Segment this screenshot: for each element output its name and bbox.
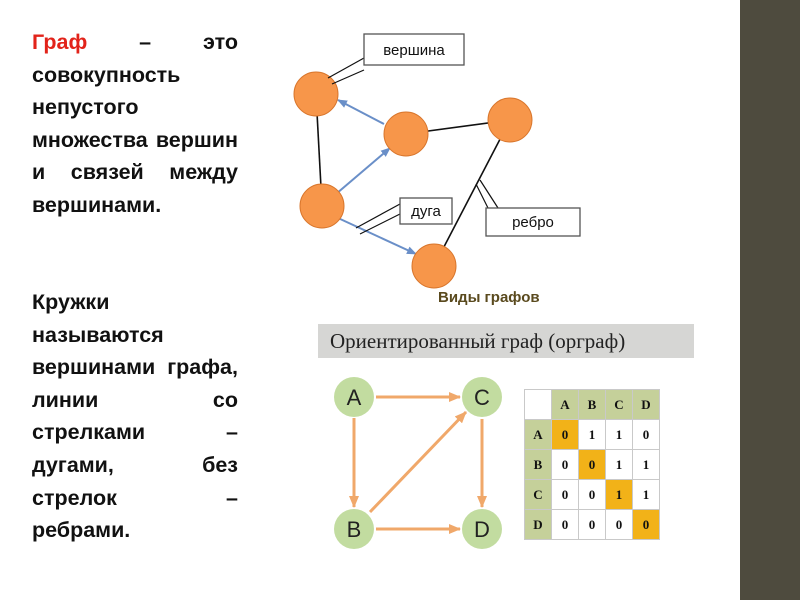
graph-diagram: вершина дуга ребро [293,33,581,289]
matrix-row-header: D [524,509,552,540]
matrix-corner [524,389,552,420]
matrix-cell: 0 [578,449,606,480]
digraph-node-a [334,377,374,417]
digraph-node-b-label: B [347,517,362,542]
digraph-node-c [462,377,502,417]
digraph-title: Ориентированный граф (орграф) [330,329,626,353]
matrix-row: B 0 0 1 1 [524,449,660,480]
vertex-circle [411,243,457,289]
matrix-row-header: A [524,419,552,450]
callout-pointer [331,69,365,85]
matrix-col-header: A [551,389,579,420]
arc-arrow [337,99,385,125]
vertex-circle [293,71,339,117]
matrix-cell: 1 [605,479,633,510]
matrix-row-header: C [524,479,552,510]
adjacency-matrix: A B C D A 0 1 1 0 B 0 0 1 1 C 0 0 1 1 D [524,389,660,540]
matrix-cell: 1 [605,449,633,480]
digraph-node-c-label: C [474,385,490,410]
side-strip [740,0,800,600]
digraph-banner: Ориентированный граф (орграф) [318,324,694,358]
matrix-cell: 0 [578,509,606,540]
callout-label-vertex: вершина [383,42,445,59]
callout-pointer [475,183,489,209]
matrix-cell: 1 [605,419,633,450]
vertex-circle [487,97,533,143]
digraph-node-b [334,509,374,549]
matrix-col-header: D [632,389,660,420]
callout-pointer [479,179,499,209]
types-title: Виды графов [438,289,540,306]
slide: Граф – это совокупность непустого множес… [0,0,740,600]
digraph-arc-b-c [368,410,468,514]
term-graph: Граф [32,30,88,54]
matrix-col-header: C [605,389,633,420]
matrix-cell: 0 [551,449,579,480]
callout-label-edge: ребро [512,214,554,231]
matrix-row: C 0 0 1 1 [524,479,660,510]
matrix-header-row: A B C D [524,389,660,420]
matrix-cell: 0 [551,509,579,540]
matrix-cell: 0 [551,479,579,510]
callout-pointer [327,57,365,79]
callout-pointer [355,203,401,229]
arc-arrow [337,217,417,255]
definition-text: – это совокупность непустого множества в… [32,30,238,217]
matrix-cell: 0 [632,509,660,540]
matrix-cell: 1 [632,449,660,480]
matrix-cell: 1 [632,479,660,510]
edge-line [433,119,511,267]
matrix-cell: 0 [605,509,633,540]
matrix-cell: 0 [632,419,660,450]
callout-pointer [359,213,401,235]
matrix-row: A 0 1 1 0 [524,419,660,450]
callout-box-edge [485,207,581,237]
callout-box-arc [399,197,453,225]
arc-arrow [335,147,391,195]
matrix-row: D 0 0 0 0 [524,509,660,540]
matrix-row-header: B [524,449,552,480]
callout-box-vertex [363,33,465,66]
matrix-cell: 0 [551,419,579,450]
explanation-paragraph: Кружки называются вершинами графа, линии… [32,290,238,543]
matrix-cell: 1 [578,419,606,450]
matrix-col-header: B [578,389,606,420]
digraph-node-d [462,509,502,549]
vertex-circle [299,183,345,229]
callout-label-arc: дуга [411,203,441,220]
matrix-cell: 0 [578,479,606,510]
vertex-circle [383,111,429,157]
digraph-node-d-label: D [474,517,490,542]
digraph-node-a-label: A [347,385,362,410]
definition-paragraph: Граф – это совокупность непустого множес… [32,26,238,222]
